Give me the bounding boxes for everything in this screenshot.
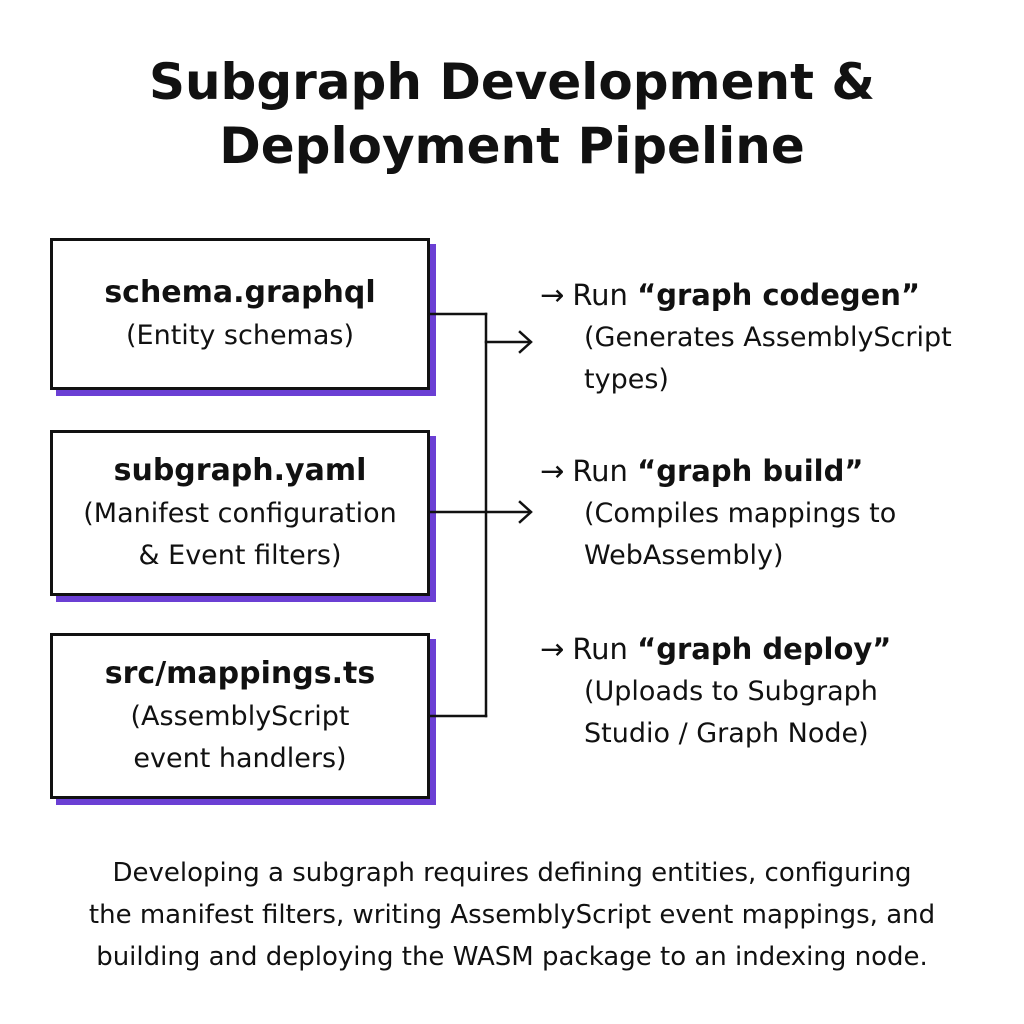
- arrowhead-to-build: [518, 500, 533, 524]
- step-build-head: →Run “graph build”: [540, 450, 1010, 493]
- step-deploy: →Run “graph deploy” (Uploads to Subgraph…: [540, 628, 1010, 755]
- step-codegen-desc-2: types): [584, 364, 669, 395]
- step-codegen-command: “graph codegen”: [637, 278, 921, 312]
- step-build-prefix: Run: [572, 454, 638, 488]
- step-deploy-command: “graph deploy”: [637, 632, 892, 666]
- footer-line-2: the manifest filters, writing AssemblySc…: [88, 900, 936, 930]
- title-line-2: Deployment Pipeline: [219, 117, 805, 175]
- diagram-title: Subgraph Development & Deployment Pipeli…: [0, 50, 1024, 178]
- step-deploy-head: →Run “graph deploy”: [540, 628, 1010, 671]
- footer-description: Developing a subgraph requires defining …: [30, 852, 994, 978]
- box-schema-desc-1: (Entity schemas): [125, 320, 355, 351]
- box-schema-graphql: schema.graphql (Entity schemas): [50, 238, 430, 390]
- box-subgraph-yaml: subgraph.yaml (Manifest configuration & …: [50, 430, 430, 596]
- step-build-desc-1: (Compiles mappings to: [584, 498, 897, 529]
- box-yaml-title: subgraph.yaml: [113, 453, 367, 488]
- box-mappings-title: src/mappings.ts: [104, 656, 376, 691]
- box-yaml-desc-2: & Event filters): [138, 540, 342, 571]
- step-codegen-head: →Run “graph codegen”: [540, 274, 1010, 317]
- box-mappings-desc-1: (AssemblyScript: [130, 701, 350, 732]
- step-deploy-prefix: Run: [572, 632, 638, 666]
- right-arrow-icon: →: [540, 454, 565, 488]
- footer-line-3: building and deploying the WASM package …: [96, 942, 928, 972]
- step-codegen: →Run “graph codegen” (Generates Assembly…: [540, 274, 1010, 401]
- step-deploy-desc-1: (Uploads to Subgraph: [584, 676, 878, 707]
- step-build-desc-2: WebAssembly): [584, 540, 784, 571]
- step-build: →Run “graph build” (Compiles mappings to…: [540, 450, 1010, 577]
- arrowhead-to-codegen: [518, 330, 533, 354]
- box-schema-title: schema.graphql: [104, 275, 376, 310]
- box-src-mappings: src/mappings.ts (AssemblyScript event ha…: [50, 633, 430, 799]
- box-yaml-desc-1: (Manifest configuration: [83, 498, 397, 529]
- step-codegen-prefix: Run: [572, 278, 638, 312]
- step-build-command: “graph build”: [637, 454, 864, 488]
- footer-line-1: Developing a subgraph requires defining …: [112, 858, 912, 888]
- step-deploy-desc-2: Studio / Graph Node): [584, 718, 869, 749]
- right-arrow-icon: →: [540, 278, 565, 312]
- step-codegen-desc-1: (Generates AssemblyScript: [584, 322, 952, 353]
- box-mappings-desc-2: event handlers): [133, 743, 347, 774]
- right-arrow-icon: →: [540, 632, 565, 666]
- title-line-1: Subgraph Development &: [148, 53, 876, 111]
